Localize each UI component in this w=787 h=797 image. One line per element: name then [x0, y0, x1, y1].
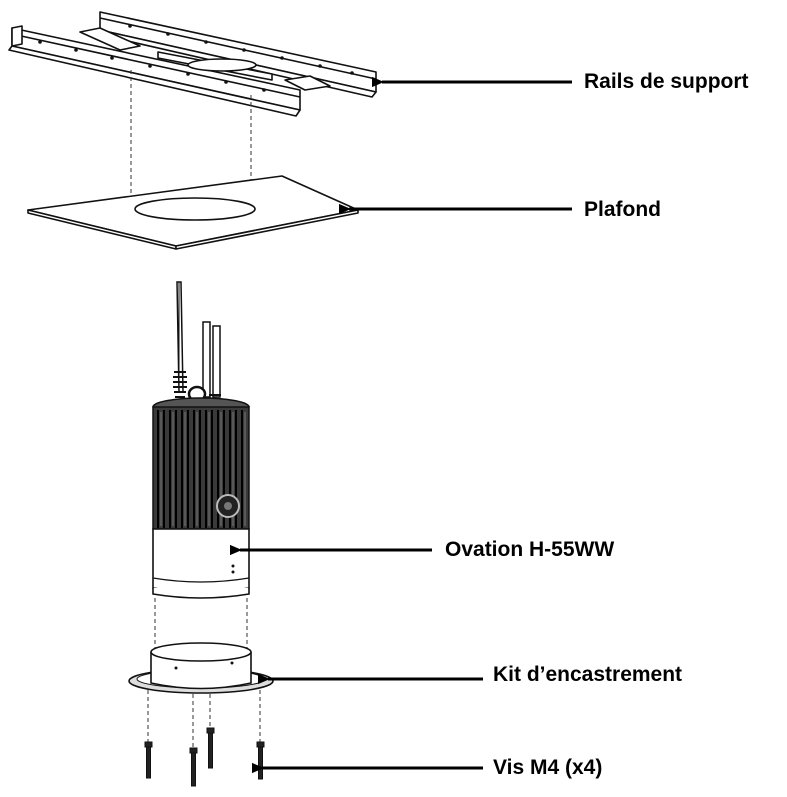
callout-arrows [240, 82, 572, 768]
alignment-guides-middle [154, 598, 248, 650]
screw-3 [206, 727, 215, 769]
label-screws: Vis M4 (x4) [493, 756, 603, 779]
screw-1 [144, 741, 153, 779]
label-support-rails: Rails de support [584, 70, 749, 93]
screw-4 [256, 741, 265, 780]
support-rail-holes [38, 24, 354, 92]
recess-kit [128, 642, 274, 694]
label-recess-kit: Kit d’encastrement [493, 663, 683, 686]
support-rail-braces [79, 27, 331, 91]
ceiling-cutout [134, 197, 256, 221]
label-luminaire: Ovation H-55WW [445, 538, 615, 561]
power-cables [173, 281, 222, 406]
label-ceiling: Plafond [584, 198, 661, 221]
support-rails [8, 11, 377, 117]
screw-2 [189, 747, 198, 787]
luminaire [152, 281, 250, 599]
ceiling-panel [27, 175, 359, 250]
alignment-guides-lower [147, 690, 261, 748]
screws [144, 727, 265, 787]
support-rail-front [8, 25, 301, 117]
alignment-guides-upper [130, 70, 252, 202]
